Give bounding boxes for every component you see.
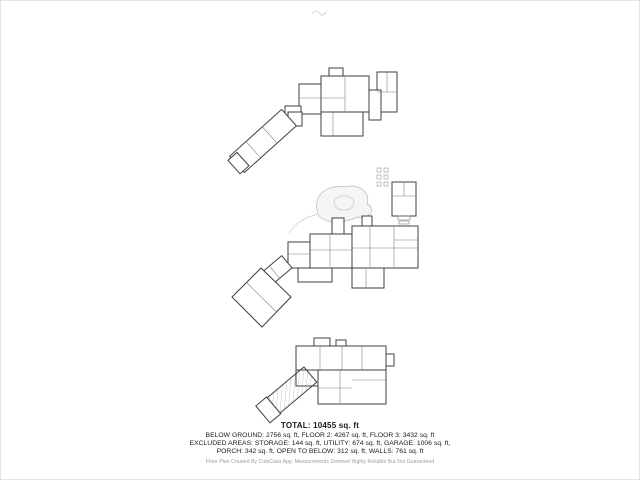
- total-area-label: TOTAL: 10455 sq. ft: [280, 421, 360, 430]
- below-ground-plan: [255, 337, 395, 424]
- floor-3-plan: [227, 67, 398, 175]
- disclaimer-text: Floor Plan Created By CubiCasa App. Meas…: [205, 459, 435, 465]
- fold-mark-icon: [311, 10, 327, 16]
- area-summary: TOTAL: 10455 sq. ft BELOW GROUND: 2756 s…: [0, 421, 640, 456]
- floor-areas-line: BELOW GROUND: 2756 sq. ft, FLOOR 2: 4267…: [205, 432, 435, 439]
- deck-dots: [376, 167, 389, 187]
- excluded-areas-line-2: PORCH: 342 sq. ft, OPEN TO BELOW: 312 sq…: [216, 448, 424, 455]
- floor-2-plan: [231, 167, 419, 328]
- excluded-areas-line-1: EXCLUDED AREAS: STORAGE: 144 sq. ft, UTI…: [189, 440, 451, 447]
